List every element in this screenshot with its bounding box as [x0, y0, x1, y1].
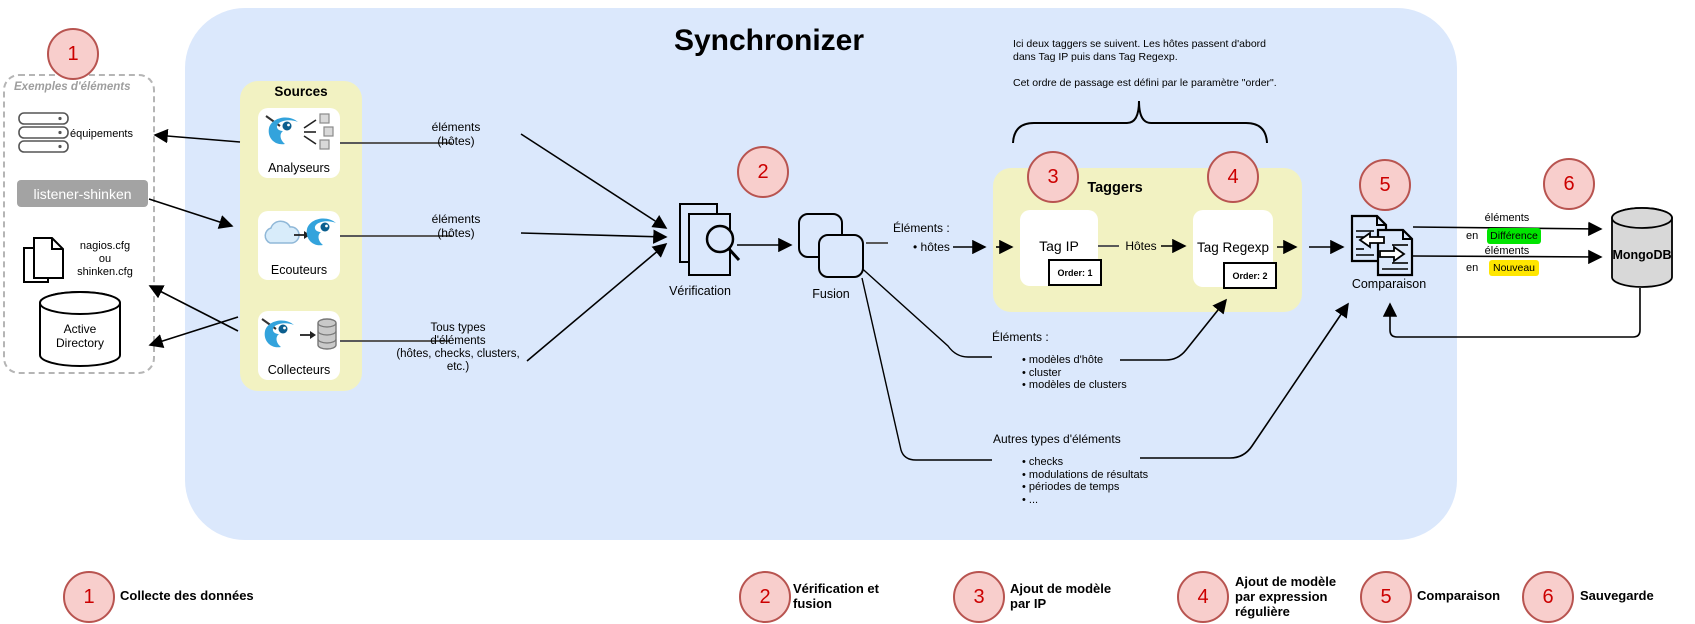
comparaison-icon: [1350, 214, 1416, 283]
sources-title: Sources: [274, 84, 328, 99]
legend-circle-4: 4: [1177, 571, 1229, 623]
step-number: 1: [83, 585, 95, 608]
servers-icon: [18, 112, 70, 159]
tag-ip-order-box: Order: 1: [1048, 259, 1102, 286]
taggers-annotation-2: Cet ordre de passage est défini par le p…: [1013, 77, 1277, 89]
legend-label-5: Comparaison: [1417, 588, 1501, 603]
step-number: 2: [759, 585, 771, 608]
edge-label-elements-hotes-1: éléments (hôtes): [431, 120, 481, 148]
taggers-annotation-1: Ici deux taggers se suivent. Les hôtes p…: [1013, 38, 1266, 63]
legend-label-2: Vérification et fusion: [793, 581, 879, 611]
legend-circle-1: 1: [63, 571, 115, 623]
ecouteurs-icon: [264, 218, 336, 246]
comparaison-label: Comparaison: [1351, 277, 1427, 291]
edge-label-elements-hotes-2: éléments (hôtes): [431, 212, 481, 240]
nouveau-elements-label: éléments: [1484, 245, 1530, 257]
equipements-label: équipements: [70, 128, 133, 140]
collecteurs-icon: [261, 318, 337, 350]
autres-list: • checks • modulations de résultats • pé…: [1022, 456, 1148, 506]
nouveau-en-label: en: [1466, 262, 1479, 274]
legend-label-6: Sauvegarde: [1580, 588, 1654, 603]
list-item: • périodes de temps: [1022, 481, 1120, 493]
active-directory-cylinder: [38, 290, 122, 373]
legend-label-4: Ajout de modèle par expression régulière: [1235, 574, 1337, 619]
list-item: • modulations de résultats: [1022, 468, 1149, 481]
step-number: 2: [757, 160, 769, 183]
legend-label-1: Collecte des données: [120, 588, 254, 603]
step-number: 3: [973, 585, 985, 608]
step-number: 3: [1047, 165, 1059, 188]
fusion-out-title: Éléments :: [893, 221, 950, 235]
difference-en-label: en: [1466, 230, 1479, 242]
elements-list: • modèles d'hôte • cluster • modèles de …: [1022, 354, 1127, 392]
examples-label: Exemples d'éléments: [14, 81, 131, 93]
fusion-out-item: • hôtes: [913, 240, 950, 254]
autres-list-title: Autres types d'éléments: [993, 432, 1121, 446]
legend-circle-5: 5: [1360, 571, 1412, 623]
list-item: • modèles de clusters: [1022, 379, 1127, 391]
list-item: • modèles d'hôte: [1022, 354, 1104, 366]
list-item: • checks: [1022, 456, 1064, 468]
list-item: • cluster: [1022, 366, 1062, 379]
tag-regexp-label: Tag Regexp: [1196, 240, 1270, 255]
verification-icon: [678, 203, 742, 284]
elements-list-title: Éléments :: [992, 330, 1049, 344]
step-number: 6: [1563, 172, 1575, 195]
step-circle-1: 1: [47, 28, 99, 80]
hotes-edge-label: Hôtes: [1125, 239, 1157, 253]
step-circle-5: 5: [1359, 159, 1411, 211]
active-directory-label: Active Directory: [55, 322, 104, 350]
fusion-icon: [798, 213, 864, 284]
analyseurs-label: Analyseurs: [268, 161, 330, 175]
legend-circle-3: 3: [953, 571, 1005, 623]
verification-label: Vérification: [669, 284, 731, 298]
ecouteurs-label: Ecouteurs: [270, 263, 328, 277]
nouveau-tag: Nouveau: [1489, 260, 1539, 276]
step-circle-6: 6: [1543, 158, 1595, 210]
step-circle-3: 3: [1027, 151, 1079, 203]
fusion-label: Fusion: [812, 287, 850, 301]
step-circle-2: 2: [737, 146, 789, 198]
legend-circle-6: 6: [1522, 571, 1574, 623]
step-number: 5: [1379, 173, 1391, 196]
taggers-title: Taggers: [1087, 180, 1143, 196]
mongodb-label: MongoDB: [1612, 248, 1672, 262]
analyseurs-icon: [265, 113, 334, 150]
tag-regexp-order-box: Order: 2: [1223, 262, 1277, 289]
listener-shinken-box: listener-shinken: [17, 180, 148, 207]
ecouteurs-card: Ecouteurs: [258, 211, 340, 280]
legend-circle-2: 2: [739, 571, 791, 623]
step-number: 5: [1380, 585, 1392, 608]
step-number: 4: [1227, 165, 1239, 188]
tag-ip-label: Tag IP: [1039, 238, 1079, 254]
step-number: 6: [1542, 585, 1554, 608]
nagios-label: nagios.cfg ou shinken.cfg: [77, 240, 133, 278]
mongodb-cylinder: [1610, 206, 1674, 295]
list-item: • ...: [1022, 493, 1039, 506]
collecteurs-card: Collecteurs: [258, 311, 340, 380]
analyseurs-card: Analyseurs: [258, 108, 340, 178]
step-number: 1: [67, 42, 79, 65]
legend-label-3: Ajout de modèle par IP: [1010, 581, 1112, 611]
step-number: 4: [1197, 585, 1209, 608]
difference-elements-label: éléments: [1484, 212, 1530, 224]
config-files-icon: [22, 236, 66, 291]
difference-tag: Différence: [1487, 228, 1541, 244]
step-circle-4: 4: [1207, 151, 1259, 203]
collecteurs-label: Collecteurs: [267, 363, 331, 377]
edge-label-tous-types: Tous types d'éléments (hôtes, checks, cl…: [396, 322, 520, 373]
diagram-title: Synchronizer: [673, 24, 865, 57]
